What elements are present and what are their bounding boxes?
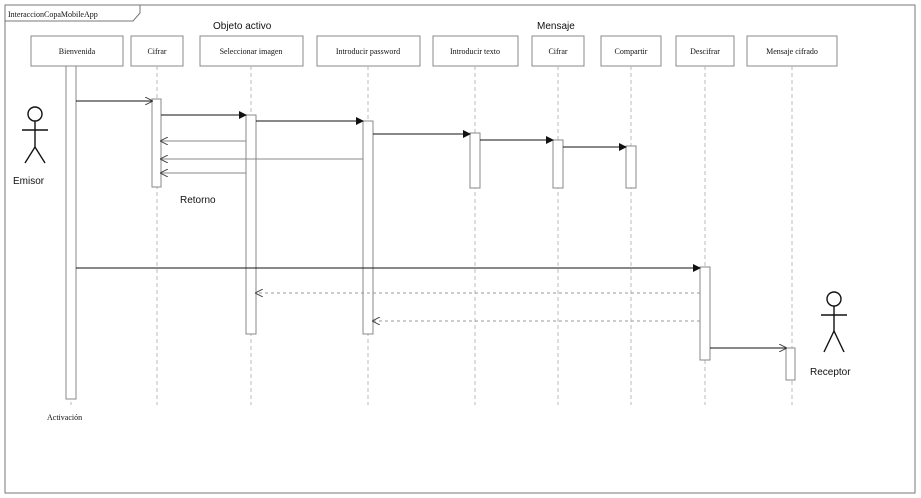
activation-compartir — [625, 145, 637, 189]
activation-cifrar-1 — [151, 98, 162, 188]
group-label-message: Mensaje — [537, 21, 575, 32]
svg-text:Compartir: Compartir — [615, 47, 648, 56]
svg-text:Introducir password: Introducir password — [336, 47, 400, 56]
frame-border — [4, 4, 916, 494]
activation-seleccionar — [245, 114, 257, 335]
actor-receptor — [821, 291, 847, 353]
activation-descifrar — [699, 266, 711, 361]
lifeline-header-texto: Introducir texto — [432, 35, 519, 67]
group-label-objects: Objeto activo — [213, 21, 272, 32]
lifeline-header-mensaje: Mensaje cifrado — [746, 35, 838, 67]
actor-emisor — [22, 106, 48, 164]
lifeline-header-bienvenida: Bienvenida — [30, 35, 124, 67]
lifeline-header-seleccionar: Seleccionar imagen — [199, 35, 304, 67]
lifeline-header-cifrar-1: Cifrar — [130, 35, 184, 67]
svg-text:Seleccionar imagen: Seleccionar imagen — [220, 47, 283, 56]
lifeline-header-password: Introducir password — [316, 35, 421, 67]
svg-text:Bienvenida: Bienvenida — [59, 47, 96, 56]
svg-text:Cifrar: Cifrar — [548, 47, 567, 56]
actor-receptor-label: Receptor — [810, 367, 851, 378]
lifeline-header-compartir: Compartir — [600, 35, 662, 67]
activation-bienvenida — [65, 65, 77, 400]
frame-title-tab — [4, 4, 141, 22]
lifeline-header-descifrar: Descifrar — [675, 35, 735, 67]
activation-cifrar-2 — [552, 139, 564, 189]
svg-text:Cifrar: Cifrar — [147, 47, 166, 56]
svg-text:Descifrar: Descifrar — [690, 47, 720, 56]
activation-note: Activación — [47, 413, 82, 422]
activation-mensaje — [785, 347, 796, 381]
return-note: Retorno — [180, 195, 216, 206]
actor-emisor-label: Emisor — [13, 176, 45, 187]
svg-text:Mensaje cifrado: Mensaje cifrado — [766, 47, 818, 56]
activation-texto — [469, 132, 481, 189]
frame-title: InteraccionCopaMobileApp — [8, 10, 98, 19]
lifeline-header-cifrar-2: Cifrar — [531, 35, 585, 67]
activation-password — [362, 120, 374, 335]
svg-text:Introducir texto: Introducir texto — [450, 47, 500, 56]
